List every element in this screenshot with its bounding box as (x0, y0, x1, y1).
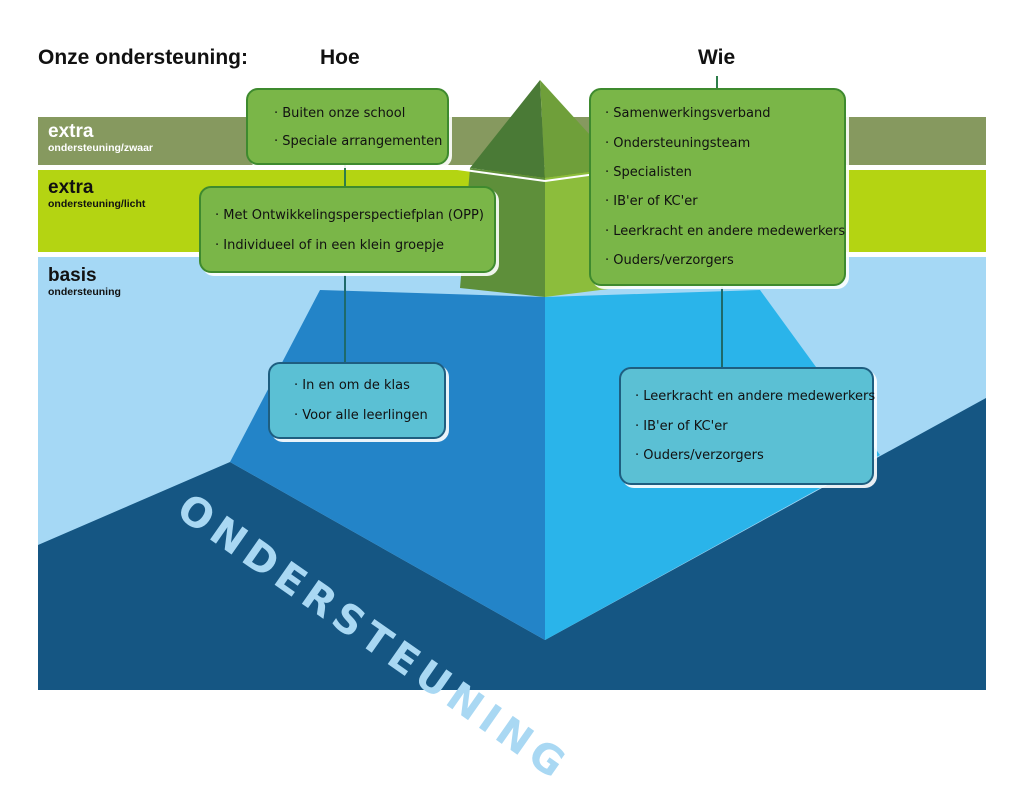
list-item: Voor alle leerlingen (294, 408, 428, 423)
connector-wie-lower (721, 287, 723, 367)
diagram: ONDERSTEUNING Onze ondersteuning: Hoe Wi… (0, 0, 1024, 725)
list-item: IB'er of KC'er (605, 194, 697, 209)
box-hoe-licht: Met Ontwikkelingsperspectiefplan (OPP) I… (199, 186, 496, 273)
list-item: Buiten onze school (274, 106, 405, 121)
band-zwaar-title: extra (48, 121, 94, 142)
list-item: Met Ontwikkelingsperspectiefplan (OPP) (215, 208, 484, 223)
band-basis-title: basis (48, 265, 97, 286)
list-item: Ouders/verzorgers (635, 448, 764, 463)
band-label-zwaar: extra ondersteuning/zwaar (48, 122, 153, 154)
band-zwaar-subtitle: ondersteuning/zwaar (48, 142, 154, 154)
box-wie-extra: Samenwerkingsverband Ondersteuningsteam … (589, 88, 846, 286)
list-item: Ouders/verzorgers (605, 253, 734, 268)
list-item: Ondersteuningsteam (605, 136, 750, 151)
band-basis-subtitle: ondersteuning (48, 286, 121, 298)
list-item: Individueel of in een klein groepje (215, 238, 444, 253)
box-hoe-zwaar: Buiten onze school Speciale arrangemente… (246, 88, 449, 165)
column-title-wie: Wie (698, 46, 736, 69)
column-title-hoe: Hoe (320, 46, 360, 69)
list-item: Specialisten (605, 165, 692, 180)
list-item: Samenwerkingsverband (605, 106, 770, 121)
list-item: Speciale arrangementen (274, 134, 442, 149)
box-wie-basis: Leerkracht en andere medewerkers IB'er o… (619, 367, 875, 485)
main-title: Onze ondersteuning: (38, 46, 248, 69)
band-licht-title: extra (48, 177, 94, 198)
pyramid-graphic (38, 80, 986, 690)
list-item: Leerkracht en andere medewerkers (635, 389, 875, 404)
connector-wie-top (716, 76, 718, 89)
band-label-licht: extra ondersteuning/licht (48, 178, 145, 210)
tip-divider-left (449, 167, 546, 182)
band-licht-subtitle: ondersteuning/licht (48, 198, 146, 210)
list-item: In en om de klas (294, 378, 410, 393)
box-hoe-basis: In en om de klas Voor alle leerlingen (268, 362, 446, 439)
band-label-basis: basis ondersteuning (48, 266, 121, 298)
list-item: IB'er of KC'er (635, 419, 727, 434)
connector-hoe-upper (344, 165, 346, 187)
ground (38, 398, 986, 690)
connector-hoe-lower (344, 275, 346, 363)
tip-left-dark (470, 80, 545, 178)
list-item: Leerkracht en andere medewerkers (605, 224, 845, 239)
